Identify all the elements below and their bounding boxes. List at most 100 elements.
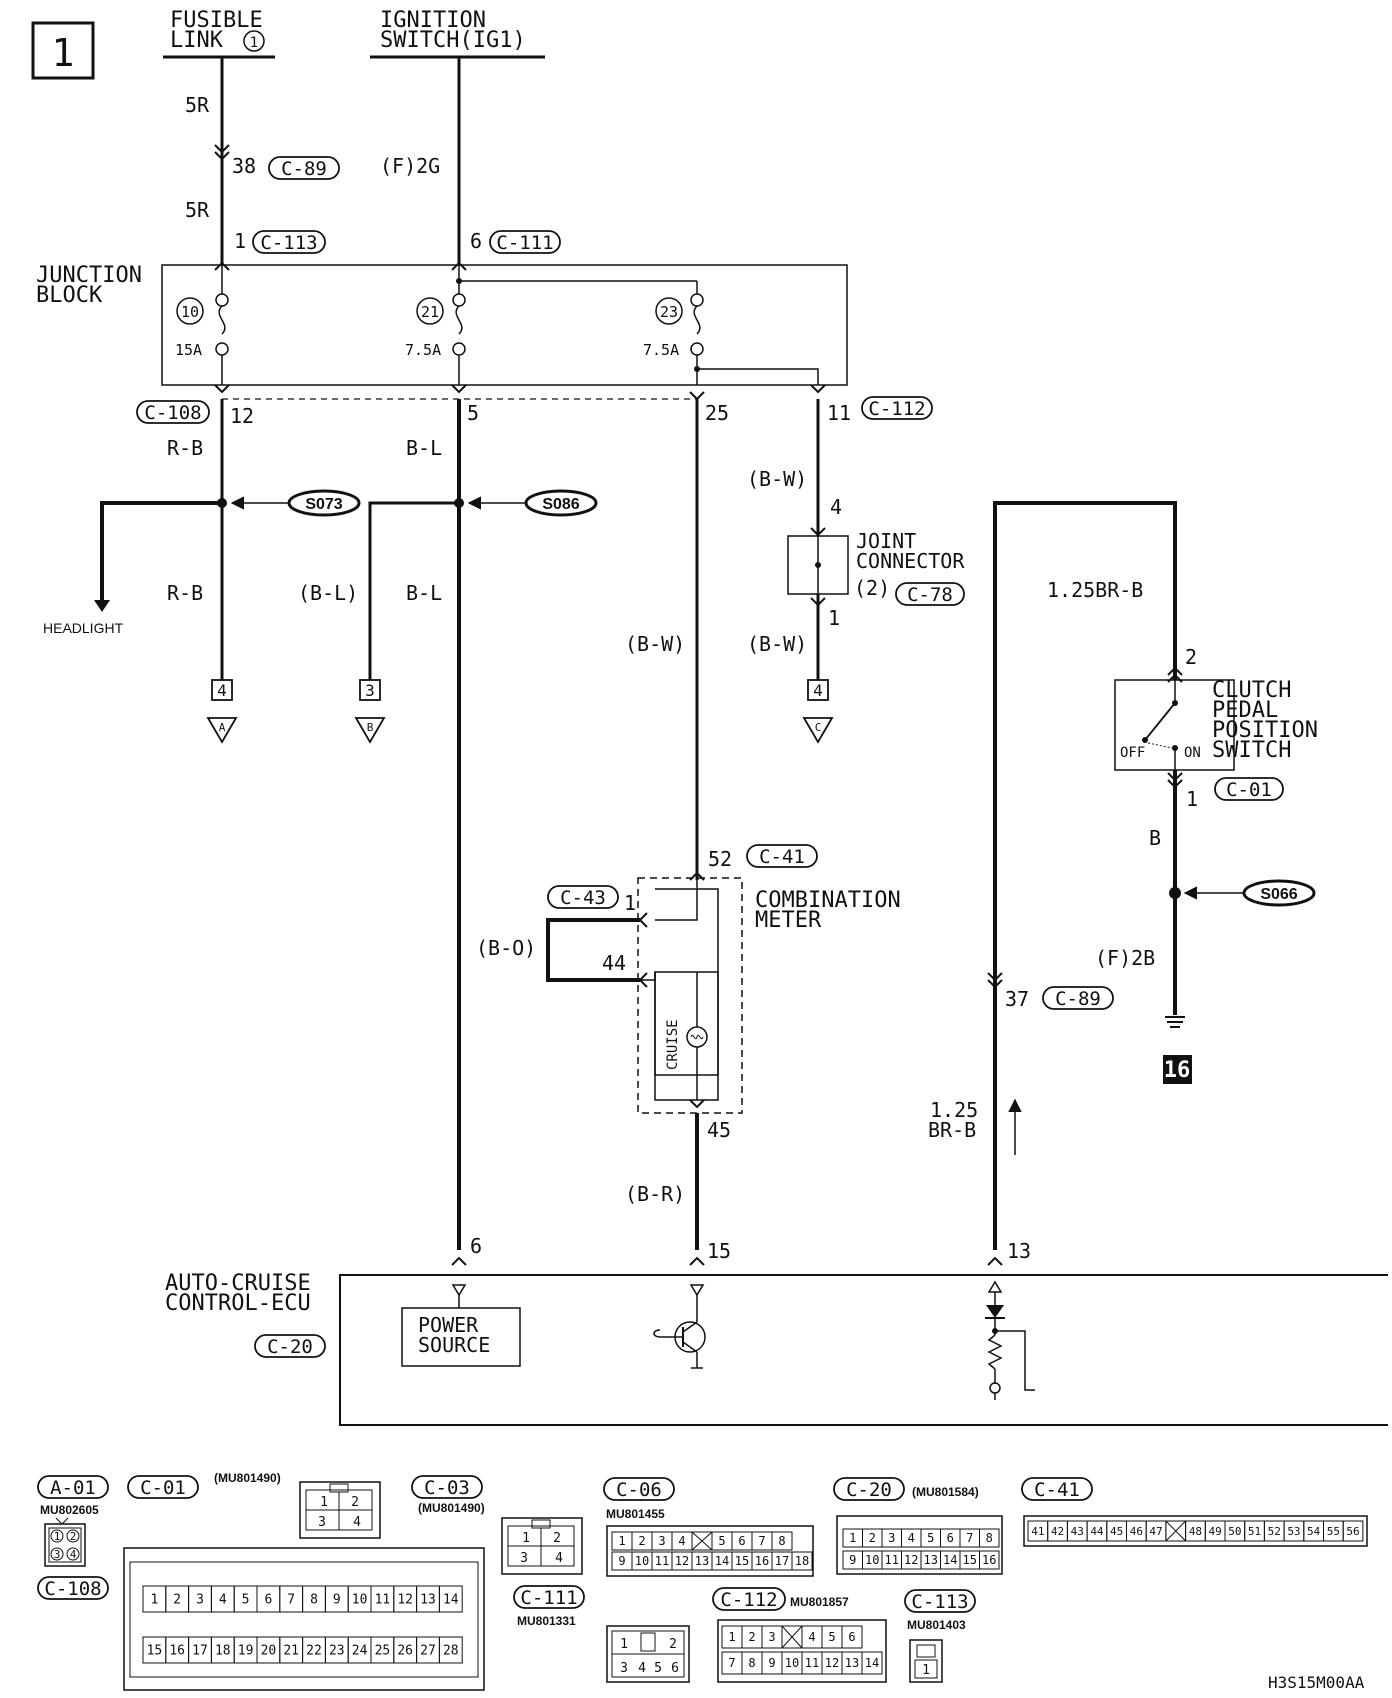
a01-pin-1: 1 <box>54 1530 61 1543</box>
c111-pin-3: 3 <box>620 1661 628 1676</box>
pin-45: 45 <box>707 1118 731 1142</box>
wire-rb-lower: R-B <box>167 581 203 605</box>
c112-bottom-pin: 7 <box>728 1656 735 1670</box>
c112-bottom-pin: 9 <box>768 1656 775 1670</box>
c01-bottom-pin: 28 <box>443 1644 459 1659</box>
wire-5r-mid: 5R <box>185 198 210 222</box>
c01-bottom-pin: 15 <box>147 1644 163 1659</box>
fuse-10 <box>215 265 229 385</box>
splice-s066-label: S066 <box>1260 886 1297 903</box>
c41-pin: 56 <box>1346 1525 1359 1538</box>
conn-c-triangle <box>802 717 834 744</box>
c41b-code: C-41 <box>1034 1479 1080 1501</box>
conn-b-box-number: 3 <box>365 681 375 700</box>
c20-top-pin: 8 <box>986 1531 993 1545</box>
ignition-line1: IGNITION <box>380 8 486 33</box>
c112-top-pin: 3 <box>768 1630 775 1644</box>
bl-branch <box>368 501 459 680</box>
c41-pin: 46 <box>1130 1525 1143 1538</box>
c01s-pin-4: 4 <box>353 1515 361 1530</box>
c20-bottom-pin: 14 <box>943 1553 957 1567</box>
c112-bottom-pin: 14 <box>865 1656 879 1670</box>
chevron-25 <box>689 391 705 401</box>
c06-bottom-pin: 18 <box>795 1554 809 1568</box>
joint-connector-label: JOINT CONNECTOR <box>856 529 965 573</box>
clutch-dotted <box>1147 742 1173 749</box>
splice-s073-label: S073 <box>305 496 342 513</box>
ignition-line2: SWITCH(IG1) <box>380 28 526 53</box>
c01s-pin-1: 1 <box>320 1495 328 1510</box>
c20b-pill <box>833 1477 905 1501</box>
pin-44: 44 <box>602 951 626 975</box>
fusible-link-line2: LINK <box>170 28 224 53</box>
f2b-label: (F)2B <box>1095 946 1155 970</box>
c20-pill <box>254 1334 326 1358</box>
c01-bottom-pin: 27 <box>420 1644 436 1659</box>
c112b-pill <box>712 1587 786 1611</box>
c20-top-pin: 6 <box>947 1531 954 1545</box>
c06-top-pin: 8 <box>778 1534 785 1548</box>
a01-pin-2: 2 <box>70 1530 77 1543</box>
c112-code: C-112 <box>868 398 925 420</box>
chevron-5 <box>451 384 467 394</box>
c06-pill <box>603 1477 675 1501</box>
c111-chevron <box>451 261 467 271</box>
c111-code: C-111 <box>496 232 553 254</box>
c20-connector <box>836 1515 1003 1575</box>
cruise-lamp-filament <box>690 1034 704 1040</box>
c112-top-pin: 4 <box>808 1630 815 1644</box>
c06-top-pin: 5 <box>718 1534 725 1548</box>
headlight-label: HEADLIGHT <box>43 620 124 636</box>
wire-bl-upper: B-L <box>406 436 442 460</box>
c20b-code: C-20 <box>846 1479 892 1501</box>
chevron-11 <box>810 384 826 394</box>
c01-top-pin: 14 <box>443 1593 459 1608</box>
joint-chevron-top <box>810 527 826 537</box>
c06-bottom-pin: 16 <box>755 1554 769 1568</box>
pin-1: 1 <box>234 229 246 253</box>
c06-top-pin: 7 <box>758 1534 765 1548</box>
c20-bottom-cell <box>979 1550 1000 1570</box>
c41-pill <box>746 844 818 868</box>
c01-top-pin: 2 <box>173 1593 181 1608</box>
pin-6: 6 <box>470 229 482 253</box>
power-source-label: POWER SOURCE <box>418 1313 490 1357</box>
c41-blank-cell <box>1165 1520 1186 1542</box>
c112-top-cell <box>841 1625 863 1649</box>
meter-inner-1 <box>655 880 698 921</box>
c113b-pill <box>904 1589 976 1613</box>
c112b-code: C-112 <box>720 1589 777 1611</box>
wire-125brb-label: 1.25BR-B <box>1047 578 1143 602</box>
clutch-line4: SWITCH <box>1212 738 1291 763</box>
joint-line1: JOINT <box>856 529 916 553</box>
c20-part: (MU801584) <box>912 1485 979 1499</box>
c112-top-blank-cell <box>781 1625 803 1649</box>
fusible-link-number-circle <box>243 30 265 52</box>
pin-38: 38 <box>232 154 256 178</box>
transistor-symbol <box>653 1295 706 1369</box>
c20-bottom-pin: 11 <box>885 1553 899 1567</box>
ecu-outline <box>339 1274 1388 1426</box>
c112-connector <box>717 1619 887 1683</box>
fuse-10-number: 10 <box>181 303 199 321</box>
pin-37: 37 <box>1005 987 1029 1011</box>
c41-pin: 43 <box>1071 1525 1084 1538</box>
fusible-link-label: FUSIBLE LINK <box>170 8 276 53</box>
c06-code: C-06 <box>616 1479 662 1501</box>
c20-bottom-pin: 12 <box>904 1553 918 1567</box>
c41-pin: 52 <box>1268 1525 1281 1538</box>
a01-pin-3: 3 <box>54 1548 61 1561</box>
c06-bottom-pin: 15 <box>735 1554 749 1568</box>
wire-bo <box>546 918 640 982</box>
c03-pin-4: 4 <box>555 1551 563 1566</box>
wire-brb: BR-B <box>928 1118 976 1142</box>
jb-branch-11 <box>697 368 819 385</box>
c01-bottom-pin: 19 <box>238 1644 254 1659</box>
c20-top-pin: 7 <box>966 1531 973 1545</box>
ground-number-box <box>1163 1055 1192 1084</box>
c01-big-inner <box>129 1561 479 1678</box>
c01-top-pin: 10 <box>352 1593 368 1608</box>
c03-pin-2: 2 <box>553 1531 561 1546</box>
